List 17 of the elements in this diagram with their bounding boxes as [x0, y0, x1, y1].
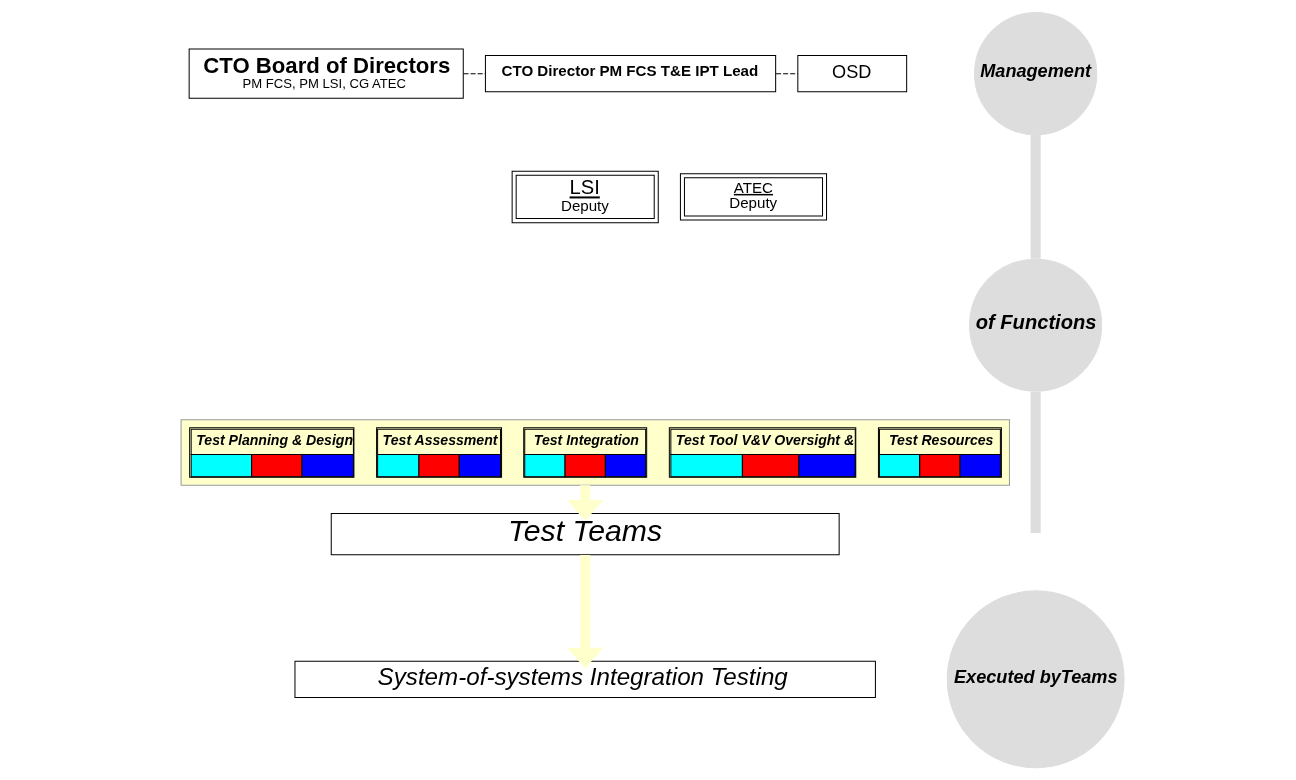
connector — [1030, 391, 1041, 533]
connector — [462, 73, 486, 75]
node-box: CTO Director PM FCS T&E IPT Lead — [484, 55, 776, 93]
node-circle: of Functions — [968, 258, 1102, 392]
node-box: System-of-systems Integration Testing — [293, 660, 876, 698]
arrow — [566, 485, 603, 521]
node-circle: Executed byTeams — [946, 590, 1125, 769]
node-box: OSD — [796, 55, 907, 93]
node-box: LSI Deputy — [511, 170, 659, 224]
node-box: ATEC Deputy — [679, 173, 827, 221]
node-box: Test Teams — [330, 512, 840, 556]
connector — [775, 73, 798, 75]
arrow — [566, 555, 603, 669]
connector — [1030, 135, 1041, 259]
cluster — [180, 419, 1010, 486]
node-circle: Management — [973, 12, 1097, 136]
node-box: CTO Board of Directors PM FCS, PM LSI, CG ATEC — [188, 48, 464, 99]
